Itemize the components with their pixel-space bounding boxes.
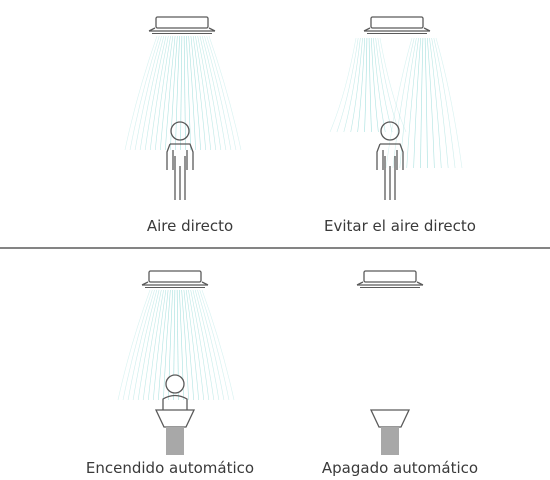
mode-label-auto-on: Encendido automático xyxy=(85,459,255,477)
airflow-line xyxy=(424,37,428,169)
airflow-line xyxy=(357,37,366,133)
airflow-line xyxy=(199,289,230,401)
airflow-line xyxy=(204,35,232,151)
airflow-line xyxy=(420,37,424,169)
airflow-line xyxy=(165,35,176,151)
airflow-line xyxy=(190,289,210,401)
airflow-line xyxy=(370,37,379,133)
airflow-line xyxy=(180,35,183,151)
airflow-line xyxy=(132,289,158,401)
airflow-line xyxy=(117,289,151,401)
airflow-line xyxy=(134,35,162,151)
desk-icon xyxy=(154,409,196,455)
airflow-line xyxy=(188,35,196,151)
airflow-line xyxy=(392,37,415,169)
airflow-line xyxy=(190,35,201,151)
mode-label-auto-off: Apagado automático xyxy=(321,459,479,477)
airflow-line xyxy=(185,289,199,401)
airflow-line xyxy=(129,35,160,151)
airflow-line xyxy=(188,289,205,401)
airflow-stream-direct xyxy=(124,35,242,151)
airflow-line xyxy=(124,35,158,151)
airflow-line xyxy=(431,37,449,169)
airflow-line xyxy=(429,37,442,169)
airflow-line xyxy=(192,289,215,401)
airflow-line xyxy=(197,35,217,151)
airflow-line xyxy=(350,37,363,133)
airflow-line xyxy=(364,37,368,133)
ceiling-ac-unit-icon xyxy=(148,16,216,35)
desk-icon xyxy=(369,409,411,455)
airflow-line xyxy=(153,289,167,401)
airflow-line xyxy=(183,35,186,151)
airflow-line xyxy=(186,35,191,151)
airflow-line xyxy=(435,37,463,169)
airflow-line xyxy=(137,289,160,401)
airflow-line xyxy=(433,37,456,169)
airflow-line xyxy=(149,35,169,151)
airflow-line xyxy=(154,35,171,151)
airflow-line xyxy=(175,35,180,151)
airflow-line xyxy=(201,35,227,151)
airflow-line xyxy=(197,289,225,401)
airflow-line xyxy=(170,35,178,151)
airflow-line xyxy=(343,37,361,133)
airflow-line xyxy=(163,289,171,401)
airflow-line xyxy=(375,37,393,133)
airflow-line xyxy=(183,289,194,401)
airflow-line xyxy=(144,35,167,151)
airflow-line xyxy=(122,289,153,401)
airflow-line xyxy=(336,37,359,133)
airflow-stream-split xyxy=(329,37,463,169)
airflow-line xyxy=(373,37,386,133)
person-icon xyxy=(166,121,194,201)
ceiling-ac-unit-icon xyxy=(363,16,431,35)
airflow-line xyxy=(147,289,164,401)
airflow-line xyxy=(158,289,169,401)
airflow-line xyxy=(195,35,212,151)
airflow-line xyxy=(413,37,422,169)
airflow-line xyxy=(329,37,357,133)
airflow-line xyxy=(181,289,189,401)
airflow-line xyxy=(199,35,222,151)
airflow-line xyxy=(192,35,206,151)
airflow-line xyxy=(208,35,242,151)
airflow-line xyxy=(399,37,417,169)
airflow-line xyxy=(385,37,413,169)
airflow-line xyxy=(127,289,155,401)
airflow-line xyxy=(368,37,372,133)
airflow-line xyxy=(139,35,165,151)
person-icon xyxy=(376,121,404,201)
airflow-line xyxy=(160,35,174,151)
airflow-line xyxy=(201,289,235,401)
mode-label-avoid-direct-air: Evitar el aire directo xyxy=(324,217,476,235)
airflow-line xyxy=(426,37,435,169)
person-icon xyxy=(162,374,188,410)
airflow-line xyxy=(379,37,407,133)
airflow-line xyxy=(206,35,237,151)
airflow-line xyxy=(194,289,220,401)
ceiling-ac-unit-icon xyxy=(141,270,209,289)
airflow-line xyxy=(142,289,162,401)
mode-label-direct-air: Aire directo xyxy=(146,217,234,235)
ceiling-ac-unit-icon xyxy=(356,270,424,289)
airflow-line xyxy=(406,37,419,169)
